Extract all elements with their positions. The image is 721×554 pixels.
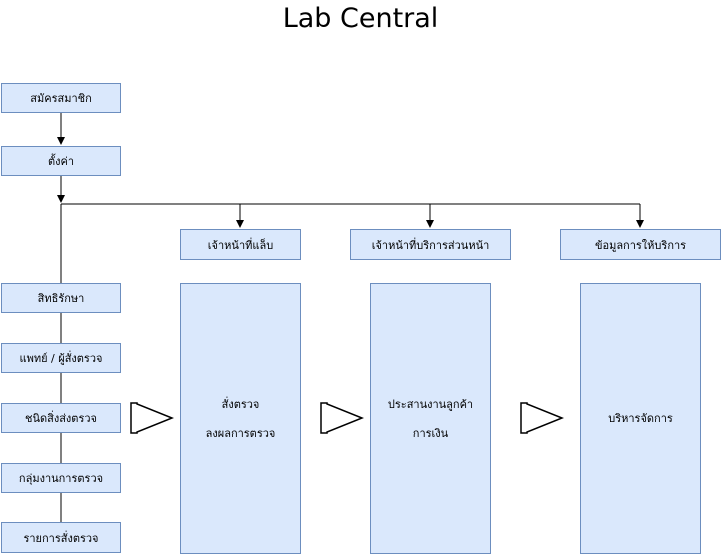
flow-arrow-3 <box>520 402 565 434</box>
front-staff-box[interactable]: เจ้าหน้าที่บริการส่วนหน้า <box>350 229 511 260</box>
settings-label: ตั้งค่า <box>47 155 75 168</box>
front-panel[interactable]: ประสานงานลูกค้า การเงิน <box>370 283 491 554</box>
service-info-label: ข้อมูลการให้บริการ <box>594 238 687 252</box>
privileges-box[interactable]: สิทธิรักษา <box>1 283 121 313</box>
lab-staff-box[interactable]: เจ้าหน้าที่แล็บ <box>180 229 301 260</box>
lab-panel-line2: ลงผลการตรวจ <box>205 426 276 440</box>
sample-type-label: ชนิดสิ่งส่งตรวจ <box>25 412 97 425</box>
lab-staff-label: เจ้าหน้าที่แล็บ <box>207 238 274 252</box>
order-list-box[interactable]: รายการสั่งตรวจ <box>1 522 121 553</box>
diagram-title: Lab Central <box>282 3 439 34</box>
flow-arrow-1 <box>130 402 175 434</box>
front-staff-label: เจ้าหน้าที่บริการส่วนหน้า <box>371 238 490 252</box>
service-panel-line1: บริหารจัดการ <box>608 412 673 425</box>
lab-panel-line1: สั่งตรวจ <box>221 397 260 411</box>
service-panel[interactable]: บริหารจัดการ <box>580 283 701 554</box>
privileges-label: สิทธิรักษา <box>37 292 85 305</box>
register-box[interactable]: สมัครสมาชิก <box>1 83 121 113</box>
front-panel-line1: ประสานงานลูกค้า <box>387 397 474 411</box>
flow-arrow-2 <box>320 402 365 434</box>
lab-panel[interactable]: สั่งตรวจ ลงผลการตรวจ <box>180 283 301 554</box>
sample-type-box[interactable]: ชนิดสิ่งส่งตรวจ <box>1 403 121 433</box>
doctor-box[interactable]: แพทย์ / ผู้สั่งตรวจ <box>1 343 121 373</box>
test-group-box[interactable]: กลุ่มงานการตรวจ <box>1 463 121 493</box>
test-group-label: กลุ่มงานการตรวจ <box>18 472 104 485</box>
register-label: สมัครสมาชิก <box>30 92 92 105</box>
order-list-label: รายการสั่งตรวจ <box>23 531 99 545</box>
front-panel-line2: การเงิน <box>412 426 449 440</box>
settings-box[interactable]: ตั้งค่า <box>1 146 121 176</box>
service-info-box[interactable]: ข้อมูลการให้บริการ <box>560 229 721 260</box>
doctor-label: แพทย์ / ผู้สั่งตรวจ <box>19 352 103 365</box>
